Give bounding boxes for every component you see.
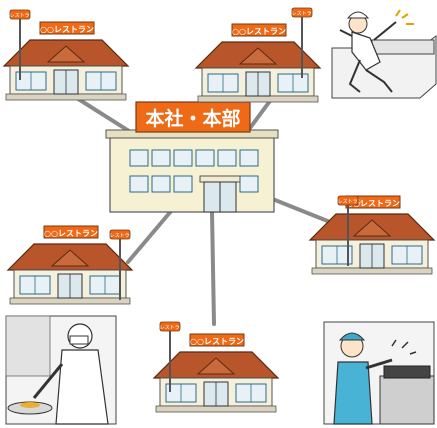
- restaurant-store-1: ○○レストラン: [4, 22, 128, 100]
- restaurant-sign: ○○レストラン: [40, 25, 94, 34]
- hq-label: 本社・本部: [145, 107, 240, 130]
- restaurant-sign: ○○レストラン: [44, 229, 98, 238]
- cook-with-mask-icon: [6, 316, 116, 424]
- link-store-5: [212, 212, 214, 324]
- headquarters-building: 本社・本部: [106, 102, 278, 212]
- restaurant-store-5: ○○レストラン: [154, 334, 278, 412]
- pole-sign-label: ○レストラン: [5, 13, 34, 19]
- link-store-3: [275, 200, 330, 222]
- restaurant-store-3: ○○レストラン: [310, 196, 434, 274]
- pole-sign-label: ○レストラン: [155, 325, 184, 331]
- restaurant-sign: ○○レストラン: [190, 337, 244, 346]
- pole-sign-label: ○レストラン: [287, 11, 316, 17]
- pole-sign-label: ○レストラン: [105, 233, 134, 239]
- restaurant-sign: ○○レストラン: [232, 27, 286, 36]
- pole-sign-label: ○レストラン: [333, 199, 362, 205]
- chef-slipping-icon: [332, 10, 436, 98]
- cook-at-fryer-icon: [324, 322, 434, 424]
